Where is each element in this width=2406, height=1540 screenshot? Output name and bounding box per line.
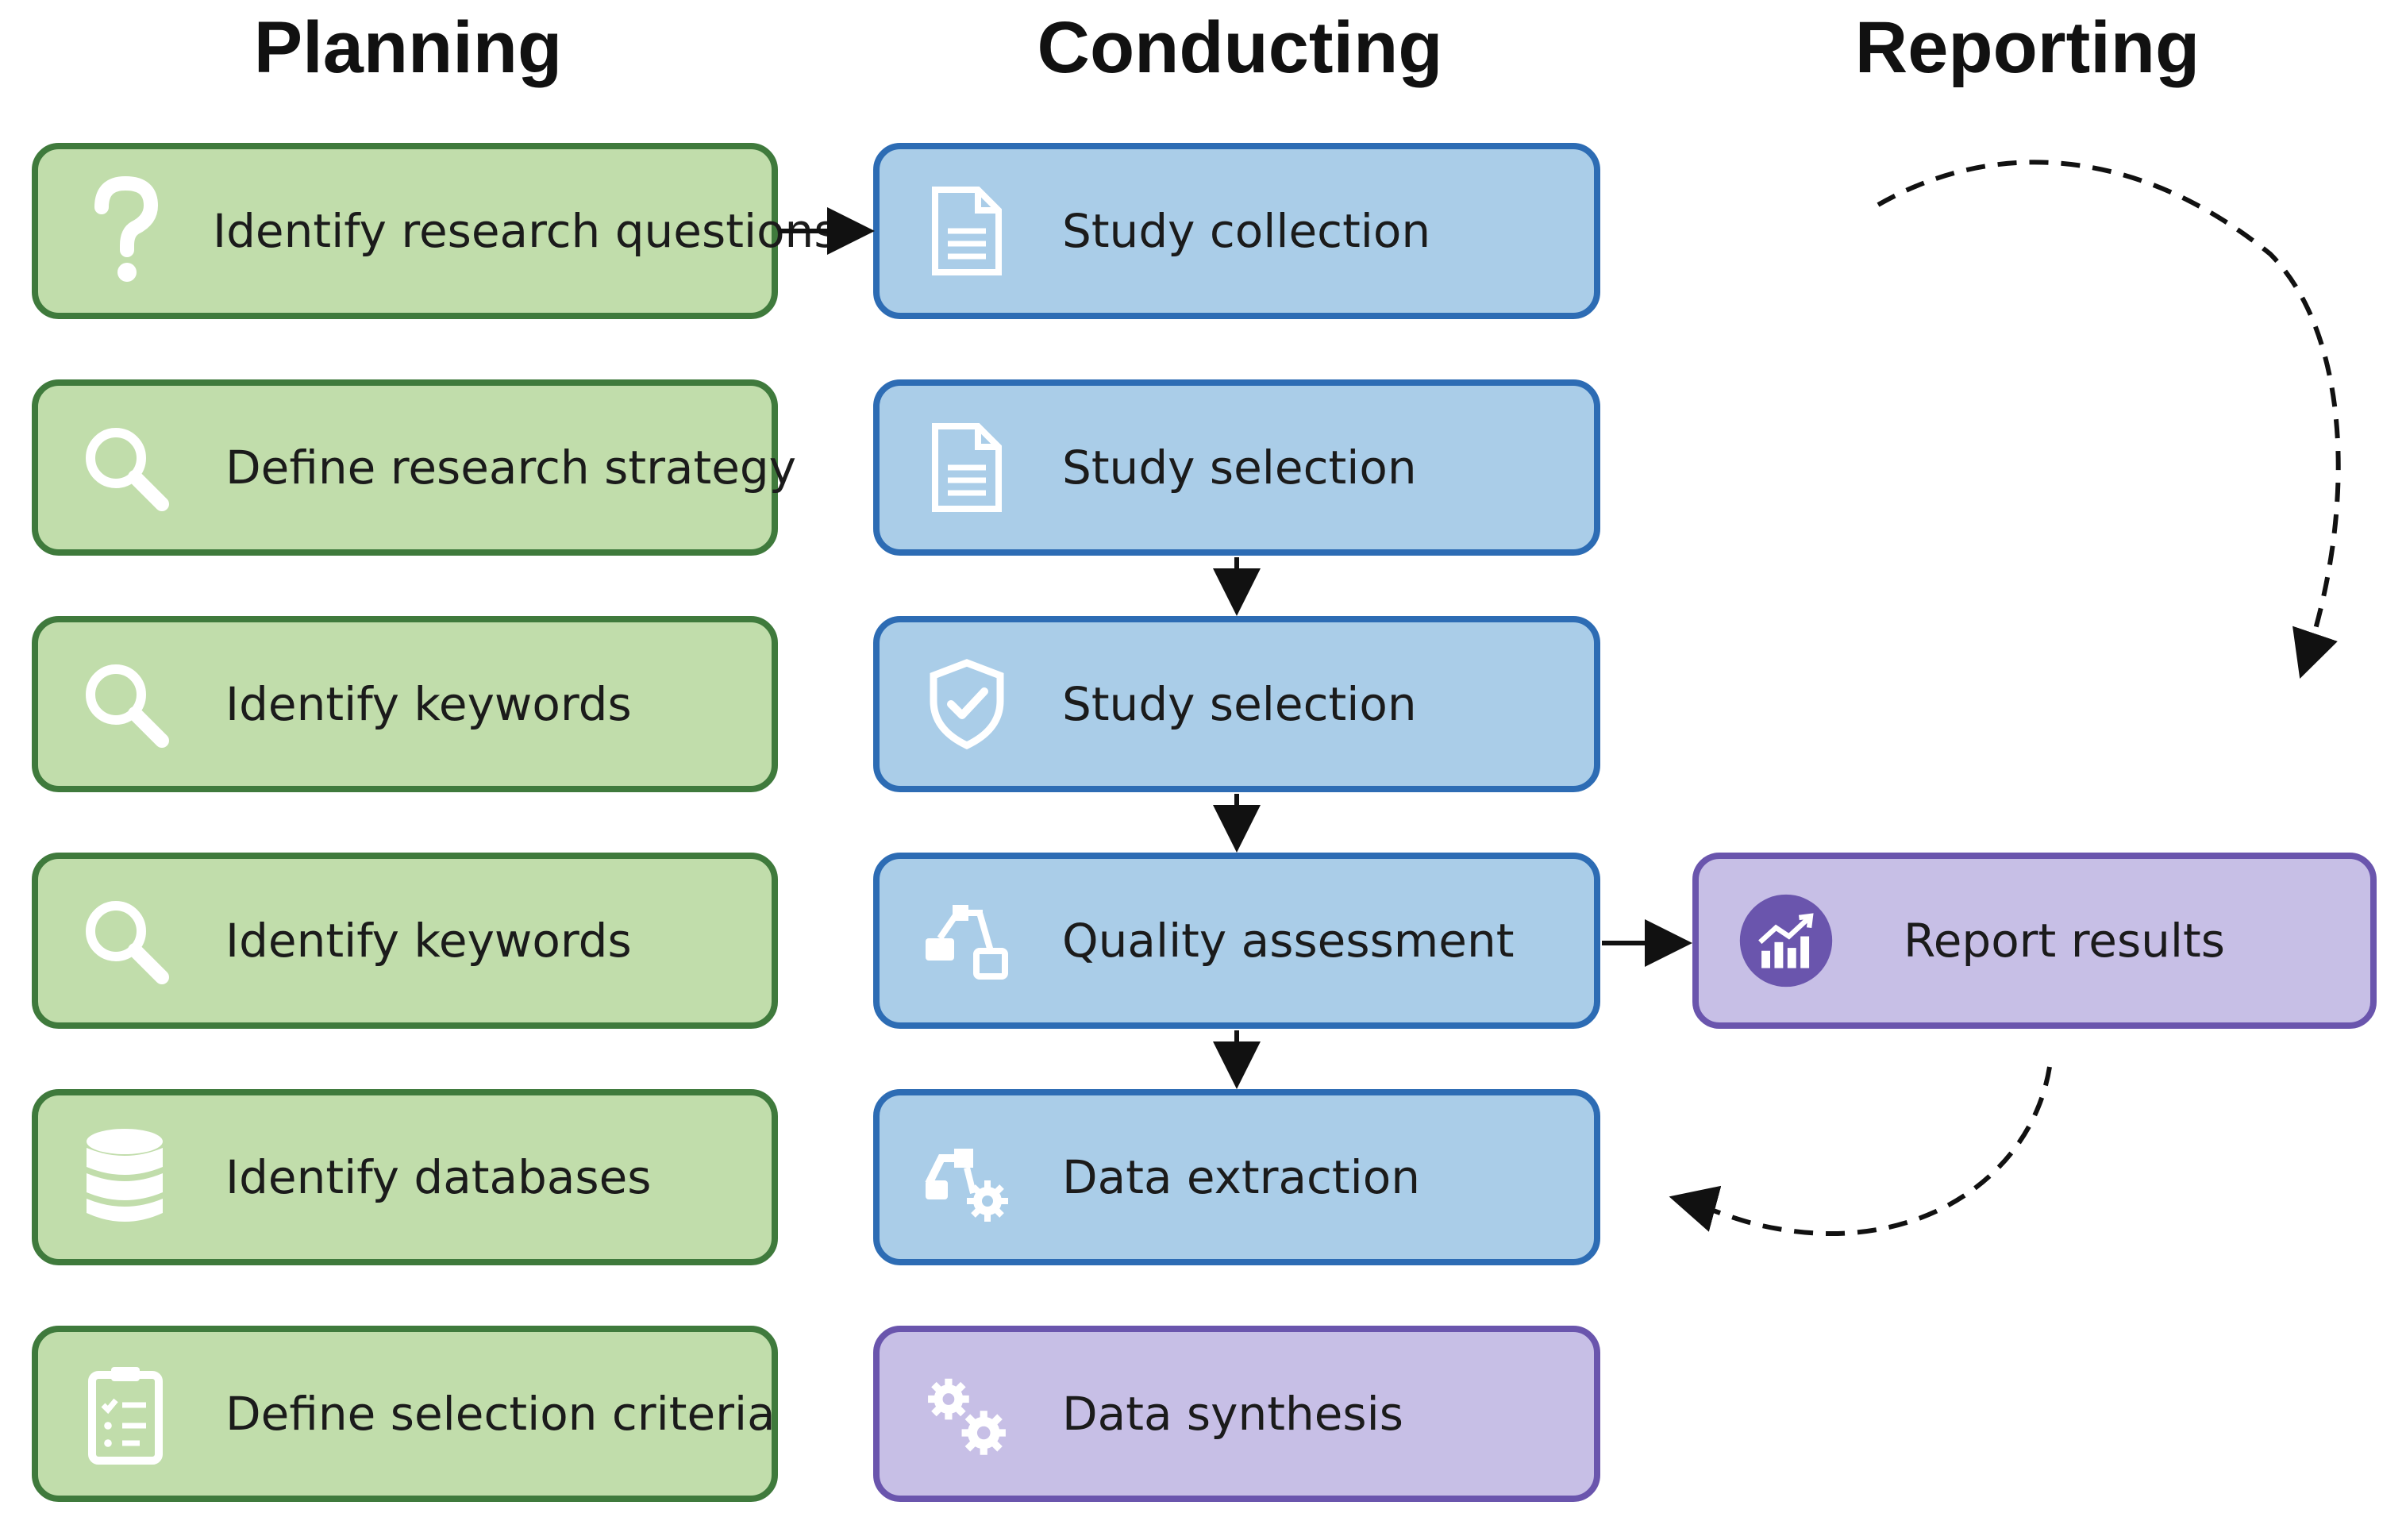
search-icon xyxy=(78,656,173,752)
conducting-step-data-synthesis: Data synthesis xyxy=(873,1326,1600,1502)
conducting-step-study-collection: Study collection xyxy=(873,143,1600,319)
planning-step-research-questions: Identify research questions xyxy=(32,143,838,319)
clipboard-checklist-icon xyxy=(78,1366,173,1465)
search-icon xyxy=(78,893,173,988)
planning-step-label: Identify keywords xyxy=(225,677,632,731)
planning-step-keywords: Identify keywords xyxy=(32,616,778,792)
dashed-cycle-arrow-top xyxy=(1877,160,2341,680)
shield-check-icon xyxy=(919,656,1014,752)
planning-step-selection-criteria: Define selection criteria xyxy=(32,1326,778,1502)
document-icon xyxy=(919,183,1014,279)
planning-step-label: Define research strategy xyxy=(225,441,797,495)
workflow-icon xyxy=(919,893,1014,988)
planning-step-label: Identify keywords xyxy=(225,914,632,968)
planning-step-label: Define selection criteria xyxy=(225,1387,776,1441)
gears-icon xyxy=(919,1366,1014,1461)
planning-step-label: Identify research questions xyxy=(213,204,838,258)
chart-up-icon xyxy=(1738,893,1834,988)
search-icon xyxy=(78,420,173,515)
conducting-step-label: Data extraction xyxy=(1062,1150,1421,1204)
planning-heading: Planning xyxy=(253,7,563,88)
planning-step-label: Identify databases xyxy=(225,1150,652,1204)
planning-step-research-strategy: Define research strategy xyxy=(32,379,796,556)
conducting-step-label: Study collection xyxy=(1062,204,1431,258)
conducting-step-label: Quality assessment xyxy=(1062,914,1515,968)
conducting-heading: Conducting xyxy=(1037,7,1443,88)
database-icon xyxy=(78,1129,173,1225)
question-icon xyxy=(78,175,173,282)
dashed-cycle-arrow-bottom xyxy=(1669,1066,2052,1236)
conducting-step-label: Study selection xyxy=(1062,441,1417,495)
document-icon xyxy=(919,420,1014,515)
conducting-step-label: Study selection xyxy=(1062,677,1417,731)
conducting-step-quality-assessment: Quality assessment xyxy=(873,853,1600,1029)
planning-step-keywords: Identify keywords xyxy=(32,853,778,1029)
workflow-gear-icon xyxy=(919,1130,1014,1225)
reporting-heading: Reporting xyxy=(1854,7,2200,88)
conducting-step-label: Data synthesis xyxy=(1062,1387,1403,1441)
conducting-step-study-selection-check: Study selection xyxy=(873,616,1600,792)
planning-step-databases: Identify databases xyxy=(32,1089,778,1265)
conducting-step-data-extraction: Data extraction xyxy=(873,1089,1600,1265)
reporting-step-report-results: Report results xyxy=(1692,853,2377,1029)
conducting-step-study-selection: Study selection xyxy=(873,379,1600,556)
reporting-step-label: Report results xyxy=(1904,914,2226,968)
